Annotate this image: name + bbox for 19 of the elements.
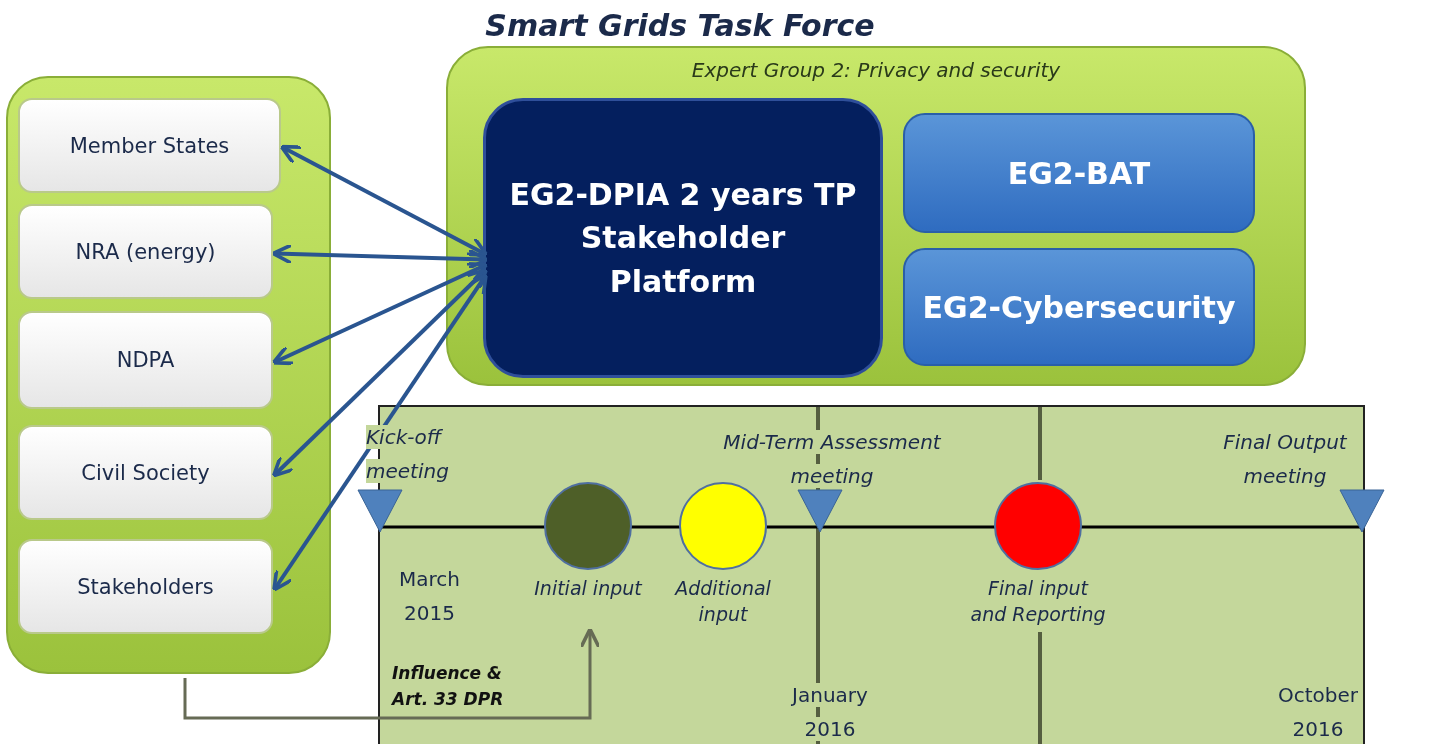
working-group-box: EG2-BAT bbox=[903, 113, 1255, 233]
platform-box: EG2-DPIA 2 years TP Stakeholder Platform bbox=[483, 98, 883, 378]
double-arrow bbox=[279, 144, 489, 257]
edge-label: Influence & Art. 33 DPR bbox=[392, 662, 505, 711]
double-arrow bbox=[272, 273, 488, 592]
entity-box: Civil Society bbox=[18, 425, 273, 520]
group-heading: Expert Group 2: Privacy and security bbox=[690, 58, 1062, 82]
entity-box: NRA (energy) bbox=[18, 204, 273, 299]
group-panel bbox=[446, 46, 1306, 386]
double-arrow bbox=[271, 267, 489, 478]
double-arrow bbox=[271, 243, 489, 270]
connector-arrow bbox=[183, 627, 601, 720]
entity-box: Stakeholders bbox=[18, 539, 273, 634]
entity-box: Member States bbox=[18, 98, 281, 193]
diagram-title: Smart Grids Task Force bbox=[484, 8, 876, 43]
group-panel bbox=[6, 76, 331, 674]
double-arrow bbox=[271, 262, 489, 366]
entity-box: NDPA bbox=[18, 311, 273, 409]
working-group-box: EG2-Cybersecurity bbox=[903, 248, 1255, 366]
